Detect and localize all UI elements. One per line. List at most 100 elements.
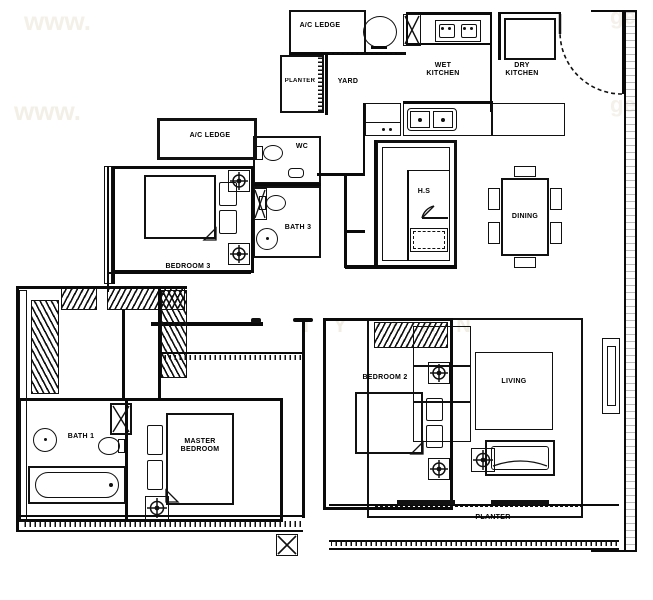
label-wet-kitchen: WET KITCHEN (426, 62, 460, 77)
bath1-basin-drain (44, 438, 47, 441)
living-rug (475, 352, 553, 430)
living-window-pane (607, 346, 616, 406)
outline-left-band (626, 10, 635, 552)
master-left-wall (280, 398, 283, 522)
dining-chair-left-2 (550, 222, 562, 244)
bedroom2-wardrobe (374, 322, 448, 348)
dining-chair-top (514, 166, 536, 177)
burner-dot-2 (463, 27, 466, 30)
mid-right-ledge-top (161, 352, 303, 354)
counter-right-wall (363, 103, 365, 175)
bedroom3-fan-box-top (228, 170, 250, 192)
label-bath-3: BATH 3 (284, 224, 312, 231)
label-master-bedroom: MASTER BEDROOM (180, 438, 220, 453)
hs-vert-divider (407, 170, 409, 261)
planter-sill-a (491, 500, 549, 505)
ac-ledge-top-outline (289, 10, 366, 54)
bottom-right-ledge-hatch (21, 521, 301, 527)
bedroom2-right-wall (323, 318, 326, 510)
master-wardrobe-horizontal (107, 286, 185, 310)
living-hs-connector (345, 266, 457, 269)
label-bath-1: BATH 1 (67, 433, 95, 440)
bedroom3-left-wall (251, 166, 254, 272)
wc-cistern (256, 146, 263, 160)
master-top-wall (123, 398, 283, 401)
planter-bottom-hatch (331, 540, 617, 546)
bottom-right-ledge-bottom (19, 530, 303, 532)
dining-chair-right-2 (488, 222, 500, 244)
yard-basin-stem (371, 46, 387, 49)
bath3-shower-cubicle (253, 188, 267, 220)
label-yard: YARD (337, 78, 359, 85)
dining-chair-right-1 (488, 188, 500, 210)
right-outer-wall (16, 286, 19, 532)
mid-right-ledge-hatch (163, 355, 301, 360)
hs-right-wall (374, 140, 377, 268)
bedroom3-top-wall (112, 166, 254, 169)
bath3-basin-drain (266, 237, 269, 240)
bedroom3-right-wall (112, 166, 115, 284)
watermark-text: www. (14, 96, 81, 126)
yard-to-wc-connector (317, 173, 365, 176)
balcony-right-strip (107, 166, 109, 292)
label-dining: DINING (511, 213, 539, 220)
bedroom3-balcony-left (109, 272, 251, 274)
bedroom2-fan-box-bottom (428, 458, 450, 480)
planter-bottom-edge (329, 548, 619, 550)
bedroom2-fan-box-top (428, 362, 450, 384)
burner-dot-1 (470, 27, 473, 30)
wc-toilet-bowl-icon (263, 145, 283, 161)
bedroom3-fan-box-bottom (228, 243, 250, 265)
bottom-right-ledge-top (19, 515, 303, 517)
burner-dot-3 (448, 27, 451, 30)
bath1-adjacent-wardrobe (31, 300, 59, 394)
dry-kitchen-top-wall (499, 12, 561, 14)
bedroom2-top-wall (323, 318, 453, 321)
bath1-tub-drain (109, 483, 113, 487)
outline-bottom-outer (591, 550, 637, 552)
bedroom2-bottom-wall (323, 507, 453, 510)
utility-shaft (403, 14, 421, 46)
label-wc: WC (295, 143, 309, 150)
corridor-rail-cap (293, 318, 313, 322)
living-fan-box (471, 448, 495, 472)
planter-sill-b (397, 500, 455, 505)
label-living: LIVING (501, 378, 527, 385)
label-ac-ledge-top: A/C LEDGE (299, 22, 341, 29)
label-dry-kitchen: DRY KITCHEN (505, 62, 539, 77)
master-pillow-2 (147, 460, 163, 490)
master-pillow-1 (147, 425, 163, 455)
bedroom2-pillow-1 (426, 398, 443, 421)
bath3-divider (253, 183, 321, 186)
bedroom2-bed (355, 392, 423, 454)
dining-chair-left-1 (550, 188, 562, 210)
bath1-cistern (118, 439, 125, 453)
hs-cabinet-hatch (413, 231, 445, 249)
master-door-recess (276, 534, 298, 556)
outline-left-outer (635, 10, 637, 552)
sink-drain-left (441, 118, 445, 122)
counter-left-segment (491, 103, 565, 136)
bath1-shower-cubicle (110, 403, 132, 435)
dry-kitchen-right-wall (498, 12, 501, 60)
yard-top-dashed (329, 53, 405, 54)
bedroom3-pillow-2 (219, 210, 237, 234)
dining-chair-bottom (514, 257, 536, 268)
hs-shelf-divider (408, 170, 450, 171)
sink-drain-right (418, 118, 422, 122)
watermark-text: www. (24, 6, 91, 36)
right-outer-top (17, 286, 187, 289)
master-bed (166, 413, 234, 505)
bedroom2-left-wall (450, 320, 453, 510)
bedroom3-bed (144, 175, 216, 239)
corridor-rail-knob (251, 318, 261, 323)
dry-kitchen-cabinet (504, 18, 556, 60)
washer-dot-a (389, 128, 392, 131)
bath1-tub-inner (35, 472, 119, 498)
washer-dot-b (382, 128, 385, 131)
wc-basin-icon (288, 168, 304, 178)
label-bedroom-2: BEDROOM 2 (362, 374, 408, 381)
bathroom-wall-top (122, 310, 125, 400)
